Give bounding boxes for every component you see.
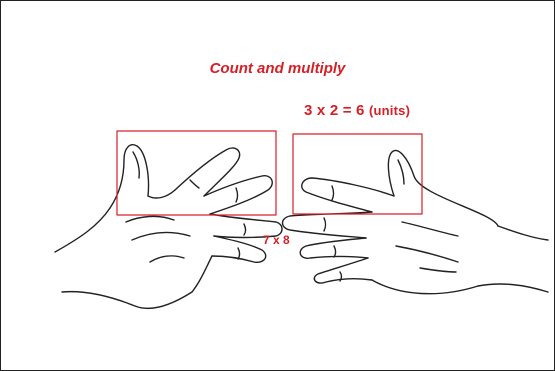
diagram-title: Count and multiply [209,60,346,77]
equation-text: 3 x 2 = 6 [304,102,365,119]
units-equation: 3 x 2 = 6 (units) [304,102,410,119]
multiplication-label: 7 x 8 [263,233,290,247]
right-hand [281,149,549,295]
equation-units: (units) [368,103,411,118]
left-hand [54,144,283,310]
left-hand-highlight-box [116,130,277,216]
right-hand-highlight-box [292,133,423,215]
